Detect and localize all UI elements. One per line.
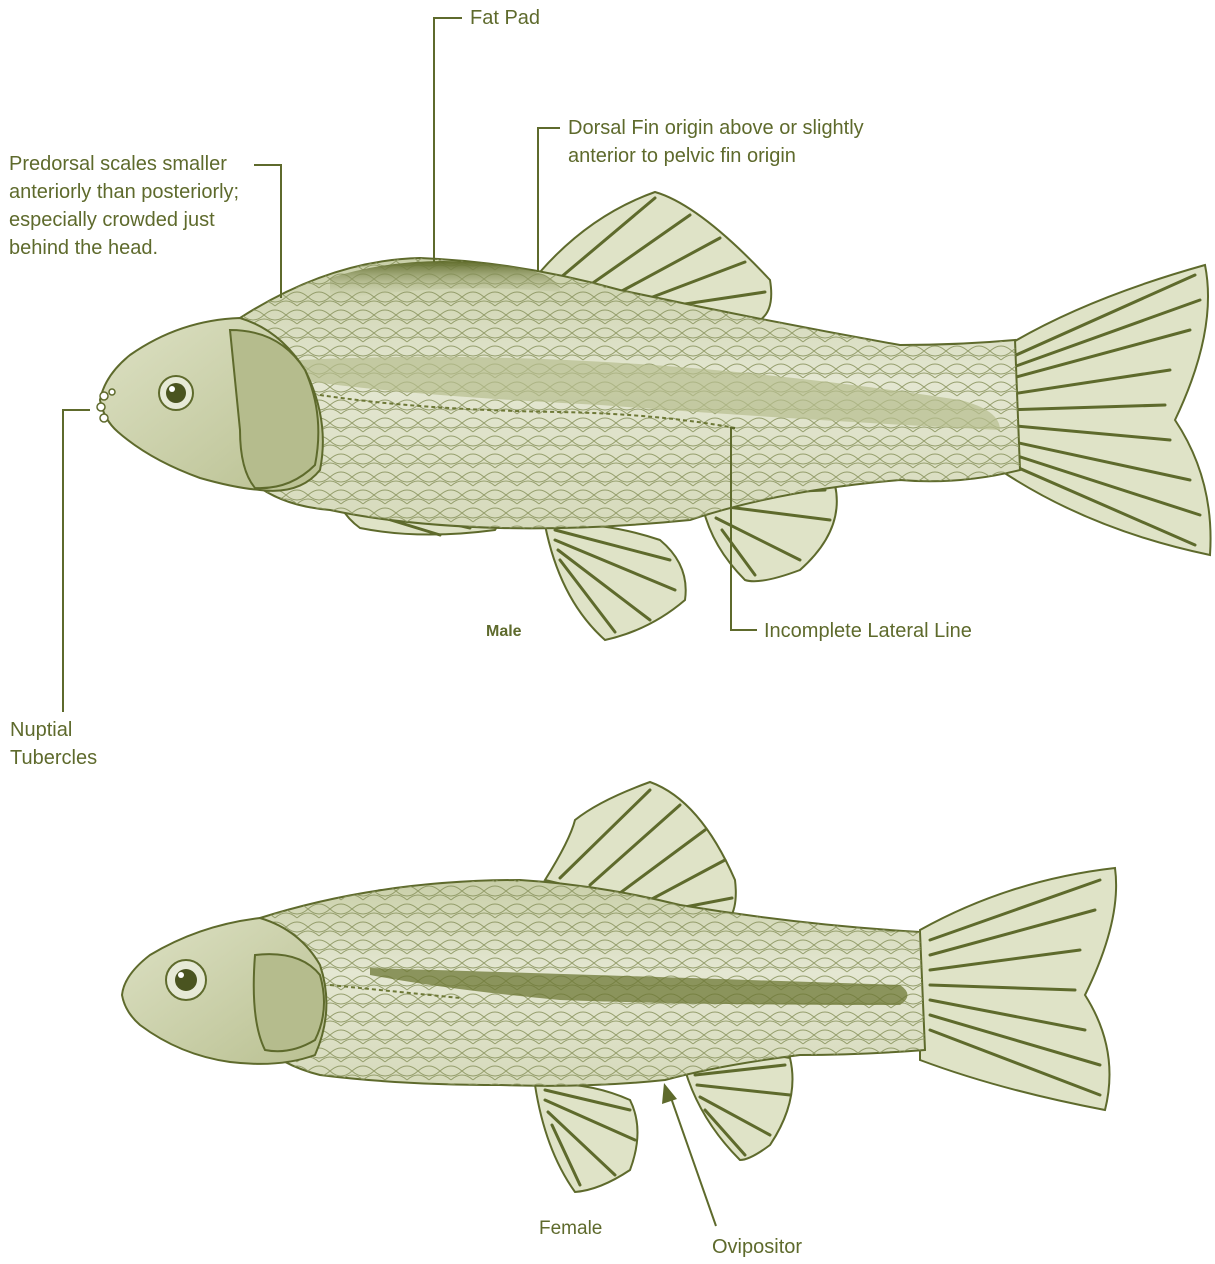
female-label: Female	[539, 1218, 602, 1239]
predorsal-leader	[254, 165, 281, 298]
male-label: Male	[486, 623, 522, 640]
predorsal-label-line-2: anteriorly than posteriorly;	[9, 181, 239, 203]
female-pupil	[175, 969, 197, 991]
fat-pad-leader	[434, 18, 462, 262]
male-pelvic-fin	[545, 524, 686, 640]
nuptial-leader	[63, 410, 90, 712]
female-operculum	[254, 954, 324, 1051]
nuptial-label-line-2: Tubercles	[10, 747, 97, 769]
ovipositor-label: Ovipositor	[712, 1236, 802, 1258]
male-pupil	[166, 383, 186, 403]
dorsal-fin-label-line-2: anterior to pelvic fin origin	[568, 145, 796, 167]
female-fish	[122, 782, 1116, 1192]
predorsal-label-line-3: especially crowded just	[9, 209, 215, 231]
fat-pad-label: Fat Pad	[470, 7, 540, 29]
male-fish	[97, 192, 1211, 640]
incomplete-lateral-line-label: Incomplete Lateral Line	[764, 620, 972, 642]
nuptial-label-line-1: Nuptial	[10, 719, 72, 741]
predorsal-label-line-1: Predorsal scales smaller	[9, 153, 227, 175]
predorsal-label-line-4: behind the head.	[9, 237, 158, 259]
dorsal-fin-label-line-1: Dorsal Fin origin above or slightly	[568, 117, 864, 139]
ovipositor-arrowhead	[662, 1083, 677, 1104]
dorsal-fin-leader	[538, 128, 560, 272]
